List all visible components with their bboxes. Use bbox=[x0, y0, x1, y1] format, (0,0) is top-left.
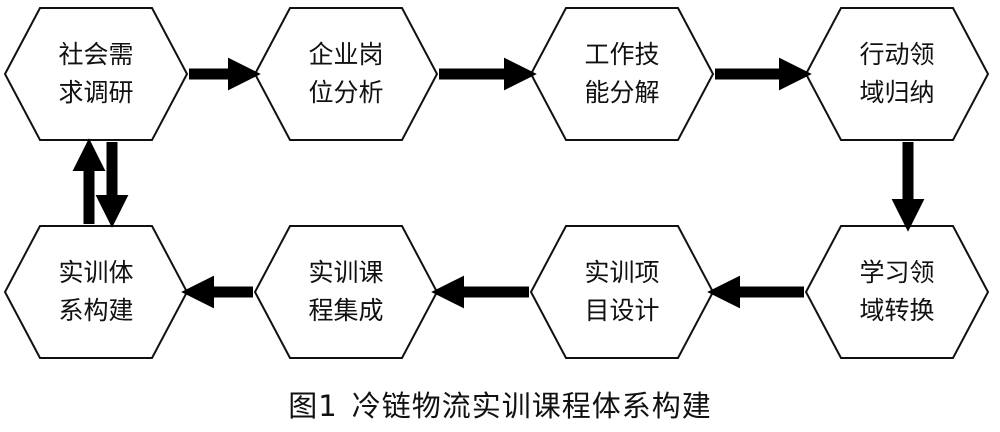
node-n7-line2: 程集成 bbox=[308, 296, 384, 325]
node-n5-line1: 学习领 bbox=[859, 258, 935, 287]
diagram-canvas bbox=[3, 7, 990, 359]
figure-number: 图1 bbox=[288, 389, 338, 423]
node-n3-shape bbox=[529, 7, 715, 141]
node-n1-line2: 求调研 bbox=[58, 78, 134, 107]
node-n3-label: 工作技 能分解 bbox=[552, 36, 692, 112]
node-n7-label: 实训课 程集成 bbox=[276, 254, 416, 330]
node-n1-shape bbox=[3, 7, 189, 141]
flow-diagram: 社会需 求调研 企业岗 位分析 工作技 能分解 行动领 域归纳 学习领 域转换 … bbox=[3, 7, 990, 359]
node-n2-line2: 位分析 bbox=[308, 78, 384, 107]
node-n4-label: 行动领 域归纳 bbox=[827, 36, 967, 112]
figure-title: 冷链物流实训课程体系构建 bbox=[351, 389, 712, 423]
node-n8-line2: 系构建 bbox=[58, 296, 134, 325]
node-n7-line1: 实训课 bbox=[308, 258, 384, 287]
node-n4-line2: 域归纳 bbox=[859, 78, 935, 107]
figure-caption: 图1 冷链物流实训课程体系构建 bbox=[0, 380, 1000, 432]
node-n4-shape bbox=[804, 7, 990, 141]
node-n3-line2: 能分解 bbox=[584, 78, 660, 107]
node-n5-line2: 域转换 bbox=[859, 296, 935, 325]
node-n2-shape bbox=[253, 7, 439, 141]
node-n3-line1: 工作技 bbox=[584, 40, 660, 69]
node-n2-label: 企业岗 位分析 bbox=[276, 36, 416, 112]
node-n6-line2: 目设计 bbox=[584, 296, 660, 325]
node-n2-line1: 企业岗 bbox=[308, 40, 384, 69]
node-n1-line1: 社会需 bbox=[58, 40, 134, 69]
node-n5-shape bbox=[804, 225, 990, 359]
node-n4-line1: 行动领 bbox=[859, 40, 935, 69]
node-n5-label: 学习领 域转换 bbox=[827, 254, 967, 330]
node-n8-line1: 实训体 bbox=[58, 258, 134, 287]
node-n6-line1: 实训项 bbox=[584, 258, 660, 287]
node-n6-label: 实训项 目设计 bbox=[552, 254, 692, 330]
node-n1-label: 社会需 求调研 bbox=[26, 36, 166, 112]
node-n8-label: 实训体 系构建 bbox=[26, 254, 166, 330]
